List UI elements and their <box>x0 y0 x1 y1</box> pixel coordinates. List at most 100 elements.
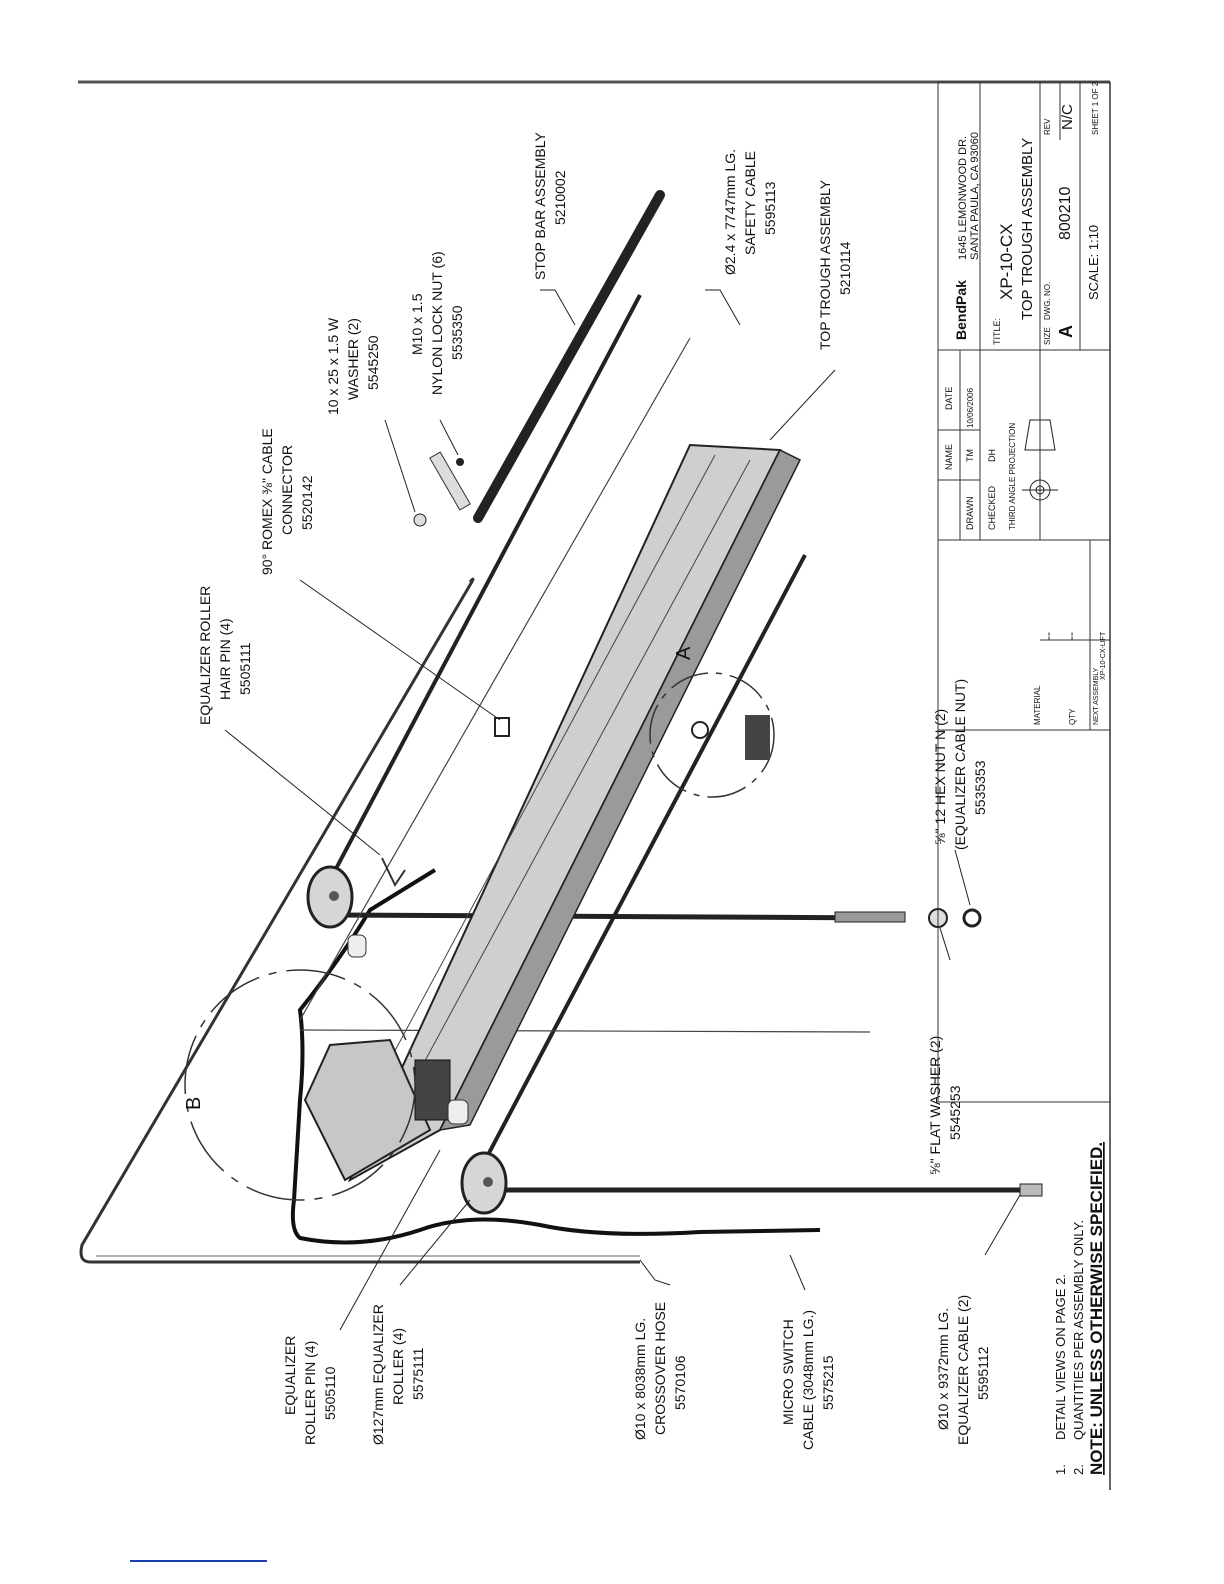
projection-label: THIRD ANGLE PROJECTION <box>1008 423 1017 530</box>
label-flat-washer-line2: 5545253 <box>947 1085 963 1140</box>
label-safety-cable-line2: SAFETY CABLE <box>742 151 758 255</box>
svg-text:90° ROMEX ⅜" CABLE CONNE: 90° ROMEX ⅜" CABLE CONNECTOR 5520142 <box>259 424 315 575</box>
label-hair-pin-line3: 5505111 <box>237 642 253 695</box>
footer-link-line <box>130 1560 267 1562</box>
svg-text:STOP BAR ASSEMBLY 521000: STOP BAR ASSEMBLY 5210002 <box>532 129 568 280</box>
roller-pin-upper <box>347 934 367 958</box>
part-labels: STOP BAR ASSEMBLY 5210002 Ø2.4 x 7747mm … <box>197 129 991 1450</box>
svg-text:M10 x 1.5 NYLON LOCK NUT: M10 x 1.5 NYLON LOCK NUT (6) 5535350 <box>409 247 465 395</box>
label-roller-pin-line2: ROLLER PIN (4) <box>302 1341 318 1445</box>
label-hex-nut-line1: ⅝" 12 HEX NUT N (2) <box>932 709 948 845</box>
svg-text:Ø127mm EQUALIZER ROLLER: Ø127mm EQUALIZER ROLLER (4) 5575111 <box>370 1300 426 1445</box>
notes-block: 1. DETAIL VIEWS ON PAGE 2. 2. QUANTITIES… <box>1053 1142 1106 1475</box>
title-block <box>937 81 1111 1103</box>
trough-end-plate <box>303 1038 432 1182</box>
date-label: DATE <box>944 387 954 410</box>
qty-label: QTY <box>1068 708 1077 725</box>
equalizer-cable-lower-diag <box>478 554 807 1171</box>
crossover-hose <box>79 577 640 1264</box>
note-1: DETAIL VIEWS ON PAGE 2. <box>1053 1274 1068 1440</box>
label-top-trough-line1: TOP TROUGH ASSEMBLY <box>817 179 833 350</box>
leader-lines <box>224 289 1021 1331</box>
address-line2: SANTA PAULA, CA 93060 <box>969 132 981 260</box>
label-equalizer-cable-line1: Ø10 x 9372mm LG. <box>935 1308 951 1430</box>
projection-symbol-icon <box>1022 419 1058 508</box>
label-roller-line2: ROLLER (4) <box>390 1328 406 1405</box>
label-roller-line1: Ø127mm EQUALIZER <box>370 1304 386 1445</box>
note-heading: NOTE: UNLESS OTHERWISE SPECIFIED. <box>1087 1142 1106 1475</box>
label-micro-switch-line2: CABLE (3048mm LG.) <box>800 1310 816 1450</box>
label-romex-line3: 5520142 <box>299 475 315 530</box>
label-washer-line2: WASHER (2) <box>345 318 361 400</box>
label-lock-nut-line3: 5535350 <box>449 305 465 360</box>
size-value: A <box>1056 325 1076 338</box>
label-flat-washer-line1: ⅝" FLAT WASHER (2) <box>927 1036 943 1175</box>
label-safety-cable-line1: Ø2.4 x 7747mm LG. <box>722 149 738 275</box>
label-crossover-hose-line2: CROSSOVER HOSE <box>652 1302 668 1435</box>
next-assembly-value: XP-10-CX-LIFT <box>1100 631 1107 680</box>
detail-b-label: B <box>183 1097 205 1110</box>
label-equalizer-cable-line2: EQUALIZER CABLE (2) <box>955 1295 971 1445</box>
title-line2: TOP TROUGH ASSEMBLY <box>1019 138 1036 320</box>
svg-text:Ø10 x 9372mm LG. EQUALIZ: Ø10 x 9372mm LG. EQUALIZER CABLE (2) 559… <box>935 1291 991 1445</box>
rev-value: N/C <box>1059 104 1076 130</box>
checked-name: DH <box>987 449 997 462</box>
label-washer-line1: 10 x 25 x 1.5 W <box>325 317 341 415</box>
label-top-trough-line2: 5210114 <box>837 241 853 295</box>
label-hex-nut-line3: 5535353 <box>972 760 988 815</box>
address-line1: 1645 LEMONWOOD DR. <box>957 136 969 260</box>
nylon-lock-nut <box>456 458 464 466</box>
svg-text:⅝" 12 HEX NUT N (2) (EQU: ⅝" 12 HEX NUT N (2) (EQUALIZER CABLE NUT… <box>932 675 988 850</box>
safety-cable <box>299 1029 871 1033</box>
equalizer-roller-upper <box>306 865 354 929</box>
label-crossover-hose-line3: 5570106 <box>672 1355 688 1410</box>
roller-pin-lower <box>447 1099 469 1125</box>
cable-end-fitting-lower <box>1019 1183 1043 1197</box>
label-lock-nut-line1: M10 x 1.5 <box>409 293 425 355</box>
equalizer-cable-upper-diag <box>328 294 642 881</box>
cable-end-fitting-upper <box>834 911 906 923</box>
stop-bar <box>473 190 665 523</box>
label-crossover-hose-line1: Ø10 x 8038mm LG. <box>632 1318 648 1440</box>
label-hair-pin-line1: EQUALIZER ROLLER <box>197 586 213 725</box>
rev-label: REV <box>1043 118 1052 135</box>
drawn-date: 10/06/2006 <box>966 387 975 428</box>
dwg-no-label: DWG. NO. <box>1043 282 1052 320</box>
svg-text:MICRO SWITCH CABLE (3048: MICRO SWITCH CABLE (3048mm LG.) 5575215 <box>780 1306 836 1450</box>
drawn-label: DRAWN <box>965 496 975 530</box>
title-label: TITLE: <box>992 318 1002 345</box>
svg-text:Ø2.4 x 7747mm LG. SAFETY: Ø2.4 x 7747mm LG. SAFETY CABLE 5595113 <box>722 145 778 275</box>
company-name: BendPak <box>953 280 969 340</box>
label-roller-pin-line3: 5505110 <box>322 1366 338 1420</box>
label-roller-line3: 5575111 <box>410 1347 426 1400</box>
label-washer-line3: 5545250 <box>365 335 381 390</box>
label-romex-line1: 90° ROMEX ⅜" CABLE <box>259 428 275 575</box>
size-label: SIZE <box>1043 327 1052 345</box>
svg-text:⅝" FLAT WASHER (2) 55452: ⅝" FLAT WASHER (2) 5545253 <box>927 1032 963 1175</box>
material-label: MATERIAL <box>1033 685 1042 725</box>
svg-text:TOP TROUGH ASSEMBLY 5210: TOP TROUGH ASSEMBLY 5210114 <box>817 176 853 350</box>
scale-value: SCALE: 1:10 <box>1086 225 1101 300</box>
label-equalizer-cable-line3: 5595112 <box>975 1346 991 1400</box>
svg-text:1645 LEMONWOOD DR. SANTA: 1645 LEMONWOOD DR. SANTA PAULA, CA 93060 <box>957 132 981 260</box>
name-label: NAME <box>944 444 954 470</box>
label-hair-pin-line2: HAIR PIN (4) <box>217 618 233 700</box>
qty-value: -- <box>1064 632 1078 640</box>
washer <box>413 513 427 527</box>
svg-text:1. DETAIL VIEWS ON PAGE: 1. DETAIL VIEWS ON PAGE 2. 2. QUANTITIES… <box>1053 1220 1086 1475</box>
micro-switch-cable <box>290 868 821 1245</box>
hex-nut <box>962 908 982 928</box>
note-num-2: 2. <box>1071 1464 1086 1475</box>
stop-bar-bracket <box>429 451 471 511</box>
svg-text:Ø10 x 8038mm LG. CROSSOV: Ø10 x 8038mm LG. CROSSOVER HOSE 5570106 <box>632 1298 688 1440</box>
note-num-1: 1. <box>1053 1464 1068 1475</box>
label-roller-pin-line1: EQUALIZER <box>282 1336 298 1415</box>
svg-text:10 x 25 x 1.5 W WASHER (: 10 x 25 x 1.5 W WASHER (2) 5545250 <box>325 314 381 415</box>
trough-bracket <box>414 1059 451 1121</box>
title-line1: XP-10-CX <box>997 223 1016 300</box>
note-2: QUANTITIES PER ASSEMBLY ONLY. <box>1071 1220 1086 1440</box>
label-micro-switch-line1: MICRO SWITCH <box>780 1319 796 1425</box>
label-lock-nut-line2: NYLON LOCK NUT (6) <box>429 251 445 395</box>
